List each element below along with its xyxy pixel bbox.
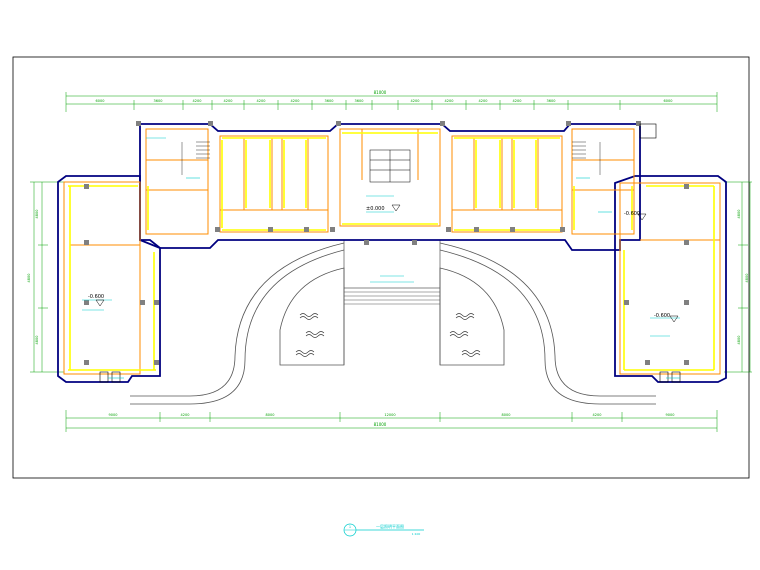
- right-dim-3: 4800: [737, 336, 741, 345]
- top-dim-12: 4200: [513, 99, 522, 103]
- top-dim-4: 4200: [224, 99, 233, 103]
- entrance-doors: [99, 123, 681, 383]
- top-dim-3: 4200: [193, 99, 202, 103]
- level-right-mid: -0.600: [624, 211, 640, 217]
- top-dim-5: 4200: [257, 99, 266, 103]
- level-right-hall: -0.600: [654, 313, 670, 319]
- drawing-title: 一层照明平面图: [376, 523, 404, 529]
- bottom-dimension-chain: [65, 410, 718, 432]
- room-annotations: [82, 137, 680, 337]
- left-dim-2: 4800: [27, 274, 31, 283]
- bottom-dim-4: 12000: [384, 413, 395, 417]
- top-dim-13: 3600: [547, 99, 556, 103]
- left-vertical-dims: [30, 181, 64, 373]
- top-dim-8: 3600: [355, 99, 364, 103]
- top-dim-1: 6000: [96, 99, 105, 103]
- stairs-center: [369, 149, 411, 183]
- top-dim-2: 3600: [154, 99, 163, 103]
- drawing-scale: 1:100: [412, 532, 421, 536]
- left-vertical-labels: 4800 4800 4800: [27, 210, 39, 345]
- bottom-dim-5: 8000: [502, 413, 511, 417]
- top-dim-10: 4200: [445, 99, 454, 103]
- water-wave-symbols: [295, 313, 481, 357]
- left-dim-3: 4800: [35, 336, 39, 345]
- plaza-annotation: [370, 275, 414, 283]
- right-dim-1: 4800: [737, 210, 741, 219]
- top-dim-9: 4200: [411, 99, 420, 103]
- curved-driveway: [130, 242, 656, 405]
- lighting-lines: [68, 132, 715, 371]
- bottom-dim-6: 4200: [593, 413, 602, 417]
- top-total-dim: 81000: [374, 90, 387, 95]
- top-dim-6: 4200: [291, 99, 300, 103]
- bottom-dim-1: 9000: [109, 413, 118, 417]
- top-segment-labels: 6000 3600 4200 4200 4200 4200 3600 3600 …: [96, 99, 673, 103]
- top-dim-11: 4200: [479, 99, 488, 103]
- entrance-steps: [344, 291, 440, 305]
- bottom-dim-7: 9000: [666, 413, 675, 417]
- right-vertical-dims: [724, 181, 752, 373]
- room-partitions: [63, 128, 721, 375]
- stairs-left: [181, 141, 210, 175]
- entrance-plaza: [343, 239, 441, 365]
- bottom-dim-3: 8000: [266, 413, 275, 417]
- left-dim-1: 4800: [35, 210, 39, 219]
- drawing-frame: [12, 56, 750, 479]
- building-outline: [57, 123, 727, 383]
- bottom-segment-labels: 9000 4200 8000 12000 8000 4200 9000: [109, 413, 675, 417]
- bottom-total-dim: 81000: [374, 422, 387, 427]
- level-left-hall: -0.600: [88, 294, 104, 300]
- top-dim-7: 3600: [325, 99, 334, 103]
- structural-columns: [84, 121, 689, 365]
- left-planter: [279, 267, 345, 366]
- title-block: 1 一层照明平面图 1:100: [343, 523, 424, 537]
- elevation-markers: [95, 204, 679, 323]
- right-dim-2: 4800: [745, 274, 749, 283]
- right-vertical-labels: 4800 4800 4800: [737, 210, 749, 345]
- stairs-right: [572, 141, 601, 175]
- title-number: 1: [349, 525, 351, 529]
- top-dimension-chain: [65, 92, 718, 112]
- bottom-dim-2: 4200: [181, 413, 190, 417]
- top-dim-14: 6000: [664, 99, 673, 103]
- level-main: ±0.000: [366, 206, 385, 212]
